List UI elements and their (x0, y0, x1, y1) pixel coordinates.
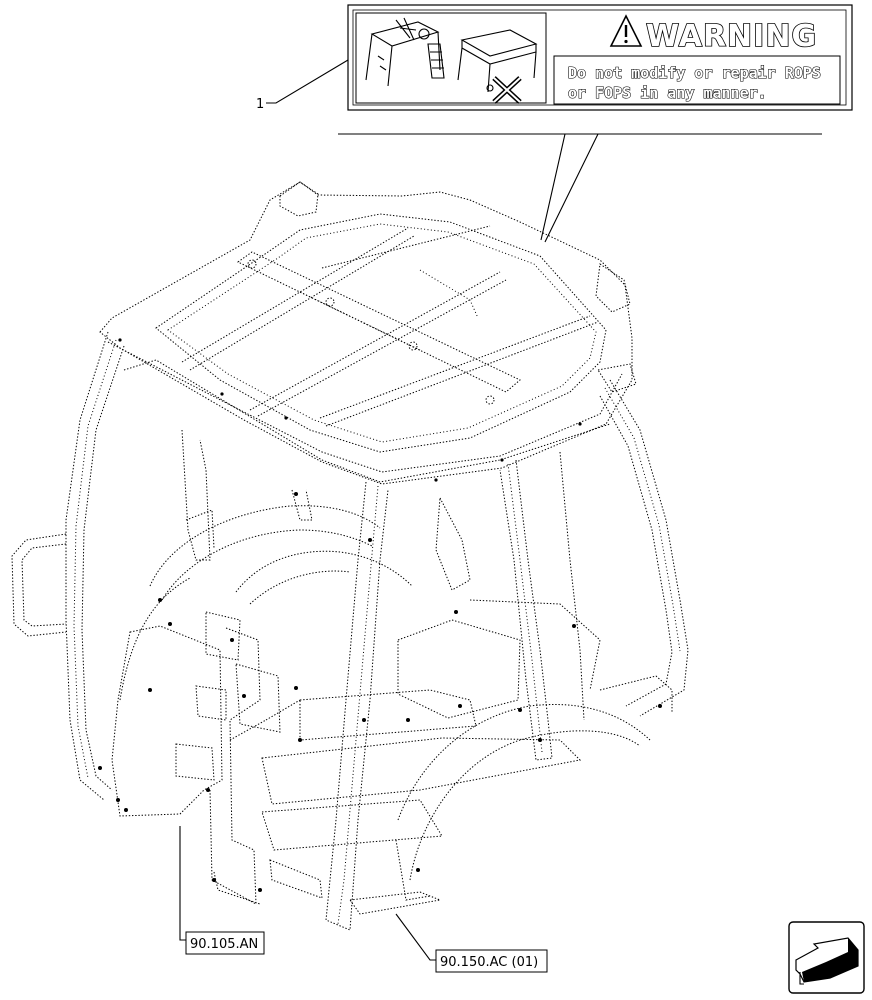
callout-item-1[interactable]: 1 (256, 59, 349, 112)
warning-decal: WARNING Do not modify or repair ROPS or … (347, 4, 853, 111)
warning-line-1: Do not modify or repair ROPS (568, 64, 821, 82)
decal-location-leader (338, 133, 822, 243)
reference-label: 90.150.AC (01) (440, 955, 538, 970)
rops-cab-frame (11, 181, 689, 931)
warning-line-2: or FOPS in any manner. (568, 84, 767, 102)
next-page-arrow-icon[interactable] (788, 921, 865, 994)
rops-modification-pictogram-icon (355, 12, 547, 104)
callout-number: 1 (256, 97, 264, 112)
reference-label: 90.105.AN (190, 937, 258, 952)
warning-triangle-icon (609, 14, 643, 47)
reference-callout-90-150-ac-01[interactable]: 90.150.AC (01) (395, 913, 548, 973)
warning-title: WARNING (646, 19, 817, 54)
reference-callout-90-105-an[interactable]: 90.105.AN (179, 826, 265, 955)
